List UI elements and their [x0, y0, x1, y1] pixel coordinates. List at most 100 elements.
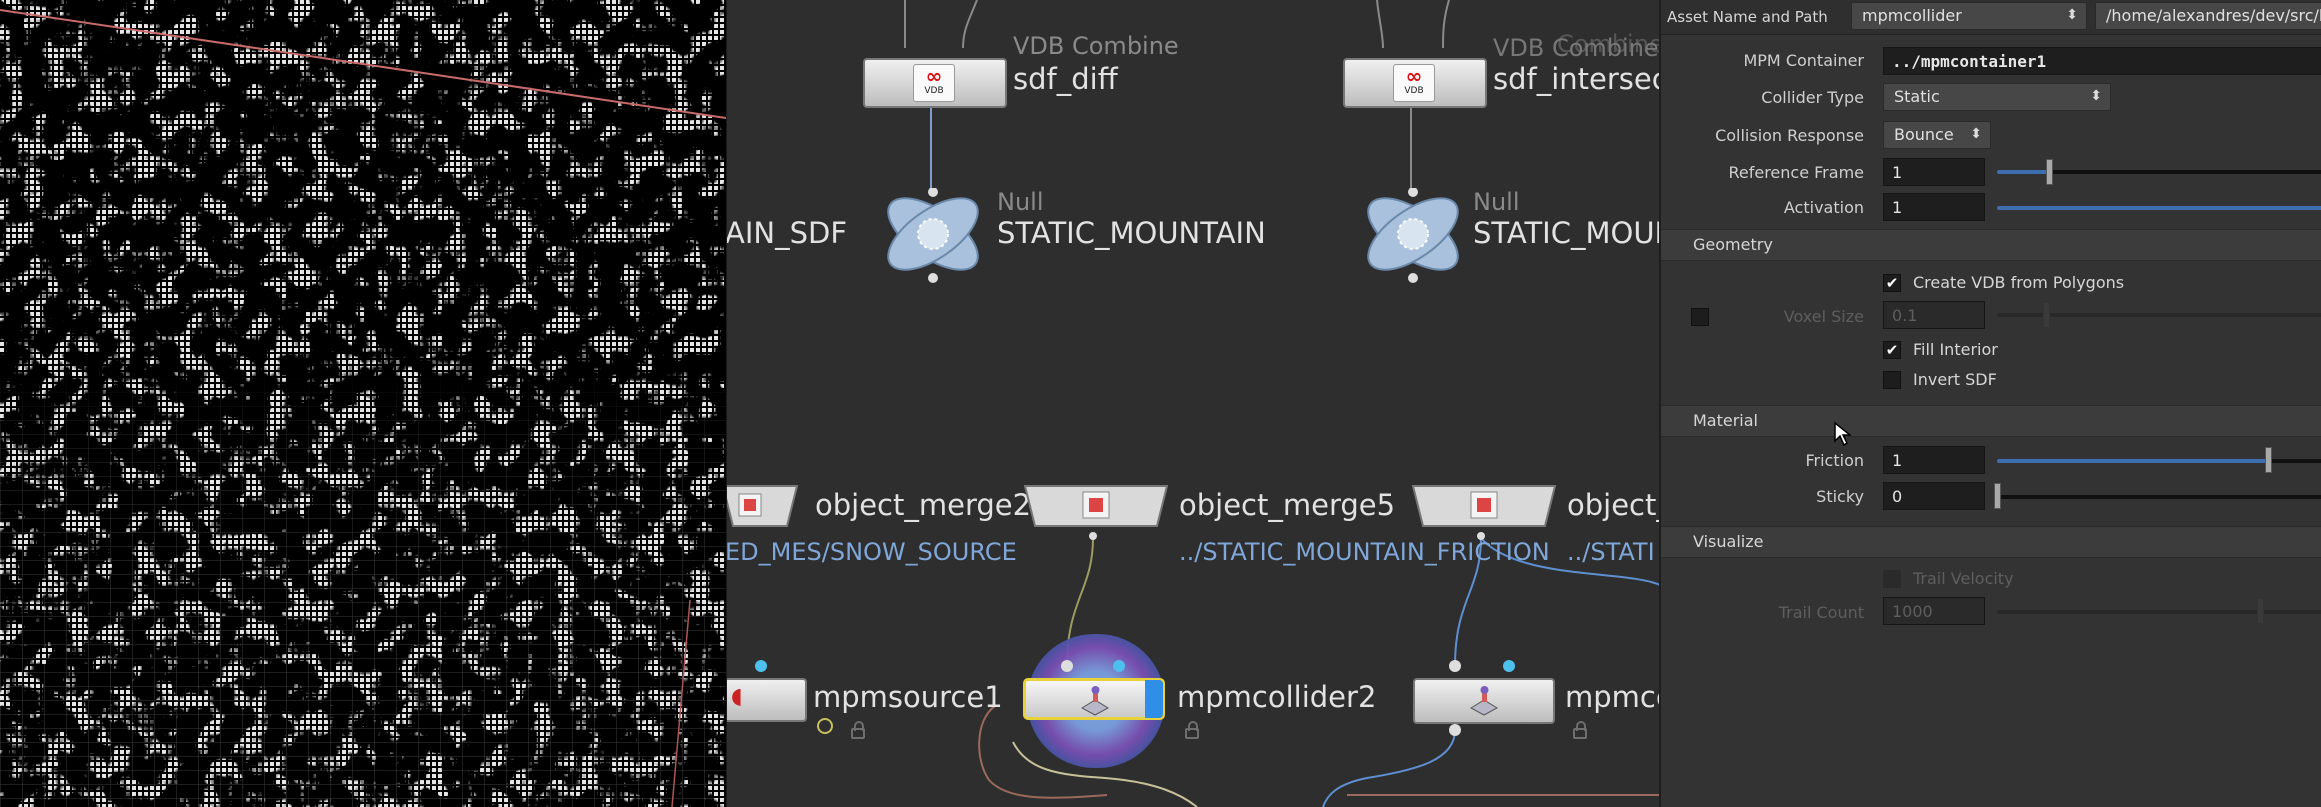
collider-icon	[1080, 686, 1110, 716]
trail-count-slider-handle[interactable]	[2257, 598, 2264, 624]
sticky-field[interactable]: 0	[1883, 482, 1985, 510]
node-name-label: sdf_diff	[1013, 62, 1118, 96]
node-name-label: sdf_intersect	[1493, 62, 1660, 96]
node-null-static-moun[interactable]	[1361, 188, 1465, 284]
friction-slider[interactable]	[1997, 459, 2321, 463]
node-mpmsource1[interactable]: ◖	[727, 678, 807, 722]
node-name-label: mpmcollider2	[1177, 680, 1377, 714]
trail-velocity-checkbox[interactable]	[1883, 570, 1901, 588]
output-dot	[1449, 724, 1461, 736]
asset-path-field[interactable]: /home/alexandres/dev/src/h	[2095, 2, 2321, 30]
collider-type-menu[interactable]: Static ⬍	[1883, 83, 2111, 111]
invert-sdf-checkbox[interactable]	[1883, 371, 1901, 389]
sticky-label: Sticky	[1816, 487, 1864, 506]
collider-icon	[1469, 686, 1499, 716]
reference-frame-slider[interactable]	[1997, 170, 2321, 174]
friction-slider-handle[interactable]	[2264, 447, 2272, 473]
input-dot	[1503, 660, 1515, 672]
node-null-static-mountain[interactable]	[881, 188, 985, 284]
lock-icon	[851, 721, 865, 739]
clock-icon	[817, 718, 833, 734]
fill-interior-label: Fill Interior	[1913, 340, 1998, 359]
axis-line-z	[671, 599, 691, 807]
source-icon: ◖	[731, 684, 743, 709]
axis-line-x	[0, 9, 726, 119]
create-vdb-checkbox[interactable]: ✔	[1883, 274, 1901, 292]
node-object-merge5[interactable]	[1021, 484, 1171, 540]
parameter-pane[interactable]: Asset Name and Path mpmcollider ⬍ /home/…	[1659, 0, 2321, 807]
asset-label: Asset Name and Path	[1667, 8, 1828, 26]
input-dot	[1449, 660, 1461, 672]
voxel-size-slider[interactable]	[1997, 313, 2321, 317]
input-dot	[755, 660, 767, 672]
node-name-label: object_merge5	[1179, 488, 1396, 522]
activation-slider[interactable]	[1997, 206, 2321, 210]
input-dot	[1061, 660, 1073, 672]
node-type-label: VDB Combine	[1013, 32, 1179, 60]
viewport-canvas[interactable]	[0, 0, 726, 807]
fill-interior-checkbox[interactable]: ✔	[1883, 341, 1901, 359]
mouse-cursor-icon	[1834, 421, 1851, 447]
trail-velocity-label: Trail Velocity	[1913, 569, 2014, 588]
node-name-label: STATIC_MOUN	[1473, 216, 1660, 250]
network-wires	[904, 0, 1660, 807]
node-mpmcollider2[interactable]	[1023, 678, 1165, 720]
updown-arrows-icon: ⬍	[1970, 126, 1982, 142]
display-flag[interactable]	[1145, 680, 1163, 718]
lock-icon	[1185, 721, 1199, 739]
node-sdf-diff[interactable]: ∞ VDB	[863, 58, 1007, 108]
node-type-label: VDB Combine	[1493, 34, 1659, 62]
collider-type-label: Collider Type	[1761, 88, 1864, 107]
vdb-icon: ∞ VDB	[913, 64, 955, 102]
node-type-label: Null	[997, 188, 1044, 216]
node-name-label-partial: AIN_SDF	[726, 216, 848, 250]
invert-sdf-label: Invert SDF	[1913, 370, 1997, 389]
activation-field[interactable]: 1	[1883, 193, 1985, 221]
network-editor[interactable]: ∞ VDB VDB Combine sdf_diff ∞ VDB VDB Com…	[726, 0, 1660, 807]
node-name-label: mpmsource1	[813, 680, 1003, 714]
updown-arrows-icon: ⬍	[2090, 88, 2102, 104]
lock-icon	[1573, 721, 1587, 739]
asset-header: Asset Name and Path mpmcollider ⬍ /home/…	[1661, 0, 2321, 35]
scene-viewport[interactable]	[0, 0, 726, 807]
reference-frame-slider-handle[interactable]	[2046, 159, 2054, 185]
section-material[interactable]: Material	[1661, 405, 2321, 437]
trail-count-slider[interactable]	[1997, 610, 2321, 614]
node-object-merge2[interactable]	[726, 484, 799, 528]
updown-arrows-icon: ⬍	[2066, 7, 2078, 23]
section-geometry[interactable]: Geometry	[1661, 229, 2321, 261]
sticky-slider[interactable]	[1997, 495, 2321, 499]
voxel-size-toggle[interactable]	[1691, 308, 1709, 326]
node-mpmcc[interactable]	[1413, 678, 1555, 724]
node-sdf-intersect[interactable]: ∞ VDB	[1343, 58, 1487, 108]
input-dot	[1113, 660, 1125, 672]
node-type-ghost-label: Combine	[1557, 30, 1660, 58]
node-path-label: ../STATIC_MOUNTAIN_FRICTION	[1179, 538, 1550, 566]
voxel-size-label: Voxel Size	[1783, 307, 1864, 326]
reference-frame-label: Reference Frame	[1728, 163, 1864, 182]
friction-label: Friction	[1805, 451, 1864, 470]
trail-count-label: Trail Count	[1778, 603, 1864, 622]
create-vdb-label: Create VDB from Polygons	[1913, 273, 2125, 292]
node-object-merge-partial[interactable]	[1409, 484, 1559, 540]
node-name-label: object_	[1567, 488, 1660, 522]
particle-cloud	[0, 0, 726, 807]
section-visualize[interactable]: Visualize	[1661, 526, 2321, 558]
mpm-container-label: MPM Container	[1743, 51, 1864, 70]
friction-field[interactable]: 1	[1883, 446, 1985, 474]
node-name-label: mpmcc	[1565, 680, 1660, 714]
node-type-label: Null	[1473, 188, 1520, 216]
trail-count-field[interactable]: 1000	[1883, 597, 1985, 625]
node-path-label: ../STATI	[1567, 538, 1655, 566]
node-path-label: ED_MES/SNOW_SOURCE	[726, 538, 1017, 566]
mpm-container-field[interactable]: ../mpmcontainer1	[1883, 47, 2321, 75]
collision-response-menu[interactable]: Bounce ⬍	[1883, 121, 1991, 149]
voxel-size-slider-handle[interactable]	[2043, 302, 2050, 328]
voxel-size-field[interactable]: 0.1	[1883, 301, 1985, 329]
node-name-label: object_merge2	[815, 488, 1032, 522]
asset-name-menu[interactable]: mpmcollider ⬍	[1851, 2, 2087, 30]
vdb-icon: ∞ VDB	[1393, 64, 1435, 102]
sticky-slider-handle[interactable]	[1994, 483, 2001, 509]
node-name-label: STATIC_MOUNTAIN	[997, 216, 1266, 250]
reference-frame-field[interactable]: 1	[1883, 158, 1985, 186]
